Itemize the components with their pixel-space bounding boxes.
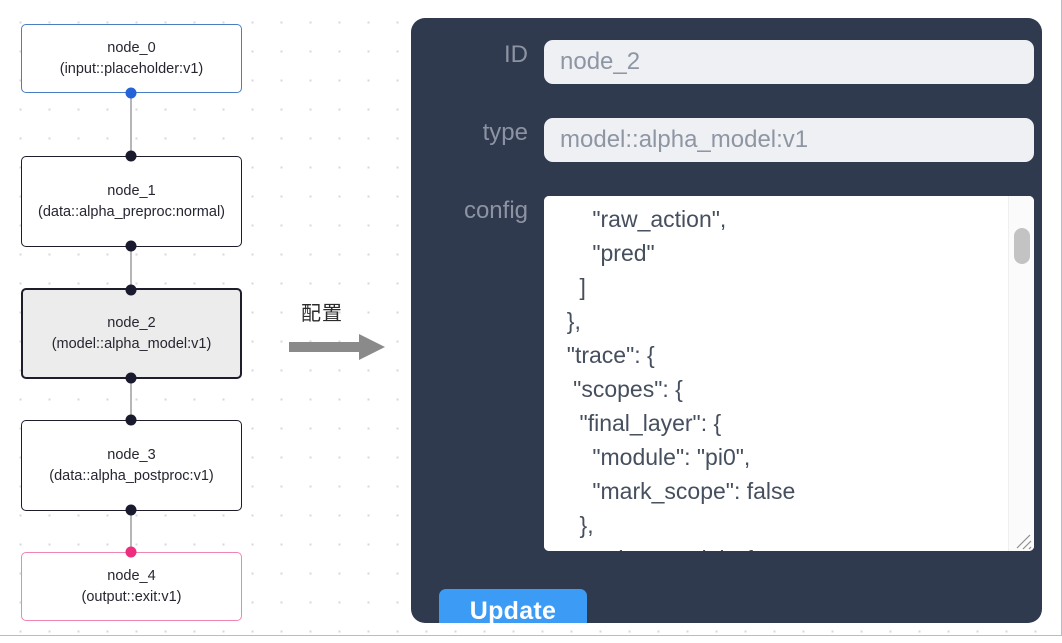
canvas-bottom-border: [0, 635, 1062, 636]
graph-node-node_4[interactable]: node_4 (output::exit:v1): [21, 552, 242, 621]
graph-node-node_1[interactable]: node_1 (data::alpha_preproc:normal): [21, 156, 242, 247]
node-handle-node_4-in[interactable]: [125, 546, 137, 558]
type-field-label: type: [482, 119, 528, 146]
node-title: node_3: [107, 446, 156, 463]
type-input[interactable]: [544, 118, 1034, 162]
transition-label: 配置: [301, 303, 343, 325]
field-row-id: ID: [429, 40, 1034, 84]
node-title: node_1: [107, 182, 156, 199]
config-field-label: config: [463, 197, 528, 224]
edge-node0-node1: [130, 88, 132, 162]
node-subtitle: (output::exit:v1): [81, 588, 182, 605]
edge-node3-node4: [130, 506, 132, 558]
node-handle-node_2-in[interactable]: [125, 284, 137, 296]
config-scrollbar-thumb[interactable]: [1014, 228, 1030, 264]
node-handle-node_0-out[interactable]: [125, 87, 137, 99]
node-handle-node_3-in[interactable]: [125, 414, 137, 426]
edge-node2-node3: [130, 374, 132, 426]
node-title: node_4: [107, 567, 156, 584]
field-row-config: config: [429, 196, 1034, 551]
node-handle-node_2-out[interactable]: [125, 372, 137, 384]
transition-annotation: 配置: [289, 297, 399, 367]
config-textarea[interactable]: [544, 196, 1034, 551]
update-button[interactable]: Update: [439, 589, 587, 623]
edge-node1-node2: [130, 242, 132, 294]
id-field-label: ID: [504, 41, 528, 68]
id-input[interactable]: [544, 40, 1034, 84]
node-subtitle: (model::alpha_model:v1): [51, 335, 212, 352]
config-scrollbar[interactable]: [1008, 196, 1034, 551]
node-config-panel: ID type config Update: [411, 18, 1042, 623]
node-title: node_2: [107, 314, 156, 331]
resize-grip-icon[interactable]: [1014, 532, 1032, 550]
graph-node-node_3[interactable]: node_3 (data::alpha_postproc:v1): [21, 420, 242, 511]
config-textarea-wrapper: [544, 196, 1034, 551]
node-title: node_0: [107, 39, 156, 56]
node-handle-node_1-out[interactable]: [125, 240, 137, 252]
arrow-right-icon: [289, 334, 385, 360]
node-handle-node_1-in[interactable]: [125, 150, 137, 162]
node-subtitle: (data::alpha_postproc:v1): [49, 467, 214, 484]
graph-node-node_2[interactable]: node_2 (model::alpha_model:v1): [21, 288, 242, 379]
graph-node-node_0[interactable]: node_0 (input::placeholder:v1): [21, 24, 242, 93]
node-handle-node_3-out[interactable]: [125, 504, 137, 516]
node-subtitle: (data::alpha_preproc:normal): [38, 203, 225, 220]
field-row-type: type: [429, 118, 1034, 162]
node-subtitle: (input::placeholder:v1): [59, 60, 204, 77]
